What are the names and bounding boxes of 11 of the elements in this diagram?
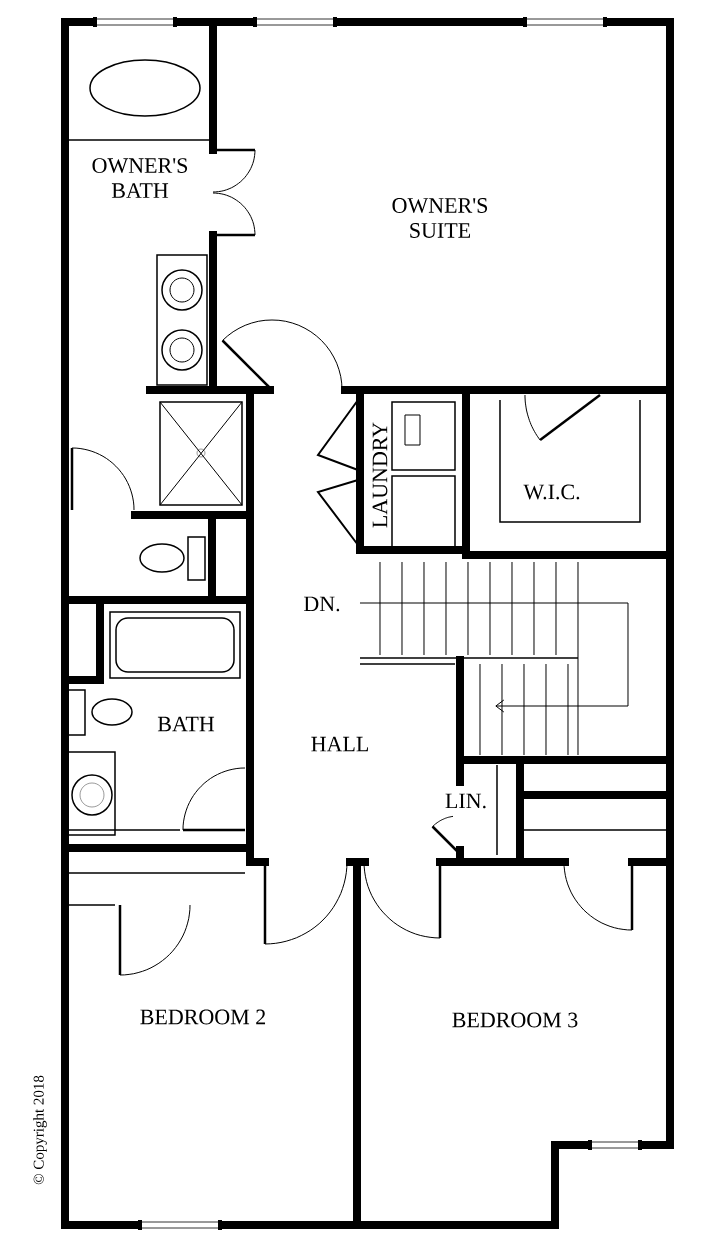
room-label: BEDROOM 2 — [140, 1009, 266, 1025]
room-label: LAUNDRY — [372, 422, 388, 528]
room-label: © Copyright 2018 — [33, 1075, 47, 1185]
room-label: LIN. — [445, 793, 486, 809]
room-label: DN. — [304, 596, 340, 612]
room-label: OWNER'S BATH — [92, 158, 188, 198]
room-label: HALL — [311, 736, 368, 752]
room-label: BEDROOM 3 — [452, 1012, 578, 1028]
room-label: W.I.C. — [523, 484, 580, 500]
room-label: OWNER'S SUITE — [392, 198, 488, 238]
room-label: BATH — [157, 716, 215, 732]
